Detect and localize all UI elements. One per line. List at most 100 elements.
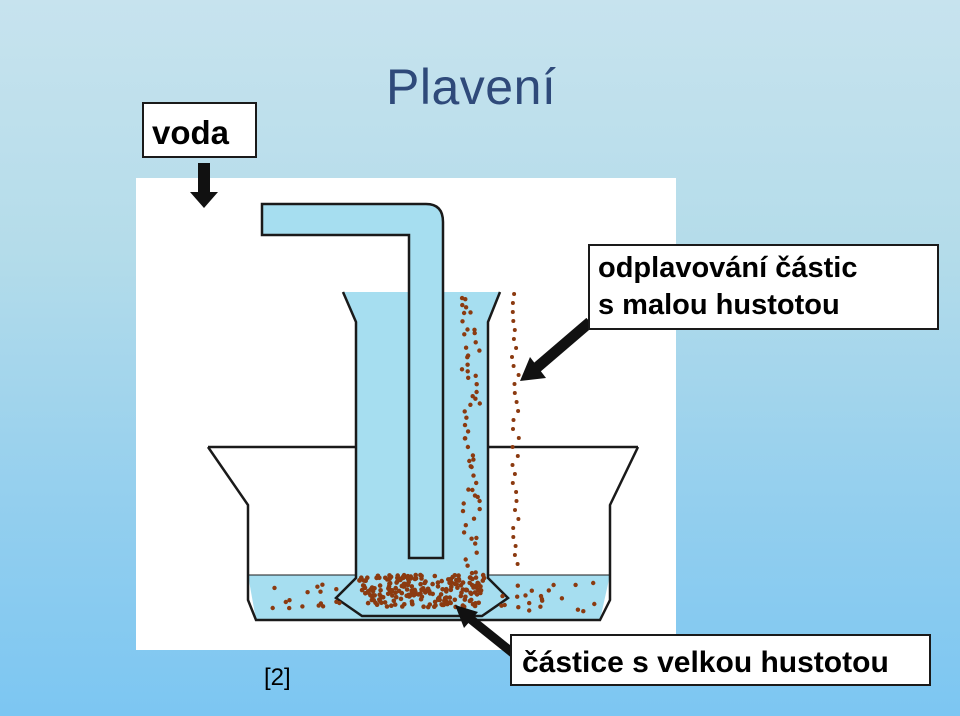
particle xyxy=(514,499,519,503)
light-particles-label-line2: s malou hustotou xyxy=(598,289,840,321)
particle xyxy=(287,605,292,611)
particle xyxy=(378,588,383,593)
particle xyxy=(377,598,383,604)
particle xyxy=(320,582,325,587)
particle xyxy=(466,375,471,380)
particle xyxy=(463,345,469,350)
particle xyxy=(456,578,462,583)
particle xyxy=(511,364,516,368)
particle xyxy=(464,415,469,420)
particle xyxy=(463,297,468,302)
particle xyxy=(365,600,371,606)
particle xyxy=(465,429,471,434)
particle xyxy=(463,523,468,528)
particle xyxy=(460,319,465,324)
particle xyxy=(515,594,520,599)
particle xyxy=(440,587,445,592)
light-particles-label-line1: odplavování částic xyxy=(598,252,858,284)
particle xyxy=(432,604,437,609)
basin-outline xyxy=(206,446,640,622)
slide-title: Plavení xyxy=(386,59,557,115)
particle xyxy=(467,458,472,464)
particle xyxy=(581,609,586,614)
particle xyxy=(475,580,481,586)
particle xyxy=(272,585,277,591)
particle xyxy=(514,346,519,350)
particle xyxy=(473,570,478,575)
particle xyxy=(480,572,486,578)
particle xyxy=(337,600,342,606)
particle xyxy=(399,583,405,589)
particle xyxy=(449,584,454,590)
particle xyxy=(463,587,469,593)
particle xyxy=(510,310,515,314)
particle xyxy=(387,580,393,586)
particle xyxy=(463,557,468,562)
particle xyxy=(456,573,461,578)
particle xyxy=(460,508,466,514)
particle xyxy=(455,585,460,590)
particle xyxy=(460,302,465,308)
particle xyxy=(393,590,398,595)
particle xyxy=(427,602,433,607)
particle xyxy=(470,576,475,582)
particle xyxy=(425,587,431,592)
particle xyxy=(529,588,534,593)
particle xyxy=(382,600,388,605)
particle xyxy=(318,589,323,594)
particle xyxy=(575,607,581,612)
particle xyxy=(462,422,468,428)
particle xyxy=(452,597,458,603)
beaker-outline xyxy=(334,291,510,618)
particle xyxy=(468,591,474,597)
particle xyxy=(405,582,411,588)
particle xyxy=(462,436,468,441)
particle xyxy=(430,581,435,587)
water-inflow-arrow xyxy=(190,163,218,208)
light-particles-arrow xyxy=(520,317,594,381)
particle xyxy=(377,583,383,588)
particle xyxy=(470,394,475,399)
overflow-particles xyxy=(510,292,521,566)
particle xyxy=(442,598,447,603)
particle xyxy=(527,600,532,606)
particle xyxy=(511,535,516,539)
particle xyxy=(465,563,470,568)
particle xyxy=(444,586,449,592)
particle xyxy=(372,593,378,598)
particle xyxy=(511,418,516,422)
particle xyxy=(477,401,482,406)
particle xyxy=(513,544,518,548)
particle xyxy=(540,598,545,603)
particle xyxy=(413,589,418,594)
particle xyxy=(511,526,516,530)
heavy-particles-label: částice s velkou hustotou xyxy=(510,634,931,686)
particle xyxy=(435,596,441,601)
particle xyxy=(471,585,476,590)
sediment-particles xyxy=(357,572,487,610)
particle xyxy=(407,593,413,599)
particle xyxy=(421,587,427,593)
particle xyxy=(432,573,438,579)
particle xyxy=(551,582,556,588)
particle xyxy=(473,373,478,378)
particle xyxy=(439,578,445,584)
particle xyxy=(398,596,404,602)
particle xyxy=(388,574,394,580)
particle xyxy=(373,600,378,606)
particle xyxy=(413,575,418,581)
particle xyxy=(447,595,453,600)
particle xyxy=(462,597,468,602)
particle xyxy=(512,472,517,476)
particle xyxy=(516,373,521,377)
particle xyxy=(512,328,517,332)
particle xyxy=(270,605,275,611)
particle xyxy=(471,473,476,478)
particle xyxy=(559,596,565,601)
particle xyxy=(408,576,414,581)
particle xyxy=(402,602,407,607)
particle xyxy=(513,508,517,512)
particle xyxy=(538,604,543,609)
particle xyxy=(318,601,324,606)
particle xyxy=(380,595,386,600)
